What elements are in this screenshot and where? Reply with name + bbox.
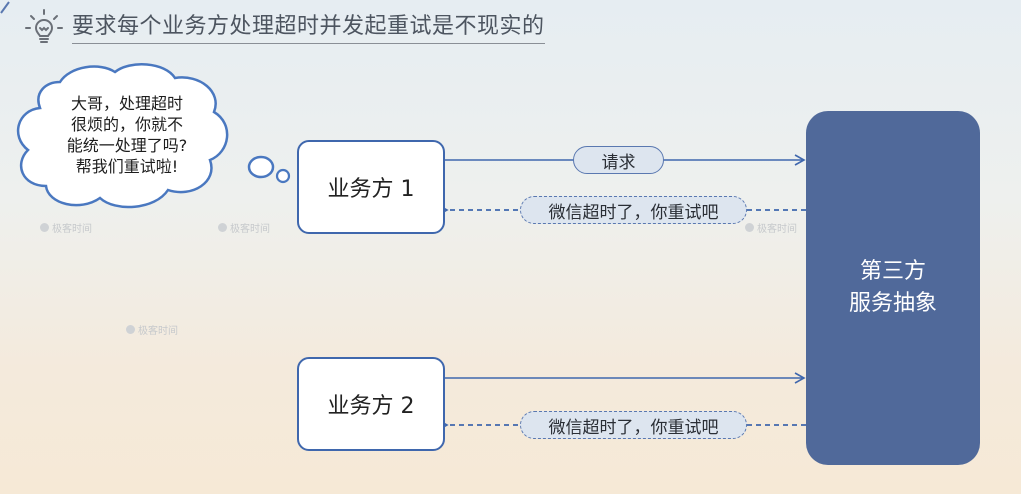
watermark-logo-icon [218, 223, 227, 232]
watermark-logo-icon [745, 223, 754, 232]
business-party-1-label: 业务方 1 [327, 177, 415, 202]
thought-line: 能统一处理了吗? [66, 136, 188, 155]
business-party-1-box: 业务方 1 [297, 140, 445, 234]
slide-header: 要求每个业务方处理超时并发起重试是不现实的 [22, 8, 545, 48]
watermark-logo-icon [40, 223, 49, 232]
third-party-label-line2: 服务抽象 [848, 291, 937, 316]
request-label: 请求 [573, 146, 664, 174]
page-title: 要求每个业务方处理超时并发起重试是不现实的 [72, 13, 545, 44]
corner-mark [0, 1, 10, 14]
timeout-retry-label-2: 微信超时了，你重试吧 [520, 411, 747, 439]
business-party-2-box: 业务方 2 [297, 357, 445, 451]
third-party-service-box: 第三方 服务抽象 [806, 111, 980, 465]
watermark-logo-icon [126, 325, 135, 334]
thought-line: 大哥，处理超时 [70, 94, 183, 113]
thought-line: 帮我们重试啦! [75, 157, 179, 176]
watermark: 极客时间 [40, 220, 92, 235]
thought-line: 很烦的，你就不 [70, 115, 183, 134]
watermark: 极客时间 [126, 322, 178, 337]
business-party-2-label: 业务方 2 [327, 394, 415, 419]
lightbulb-icon [25, 9, 63, 43]
thought-bubble-text: 大哥，处理超时 很烦的，你就不 能统一处理了吗? 帮我们重试啦! [52, 93, 202, 177]
thought-cloud [16, 63, 291, 209]
third-party-label-line1: 第三方 [859, 259, 926, 284]
watermark: 极客时间 [218, 220, 270, 235]
timeout-retry-label-1: 微信超时了，你重试吧 [520, 196, 747, 224]
watermark: 极客时间 [745, 220, 797, 235]
